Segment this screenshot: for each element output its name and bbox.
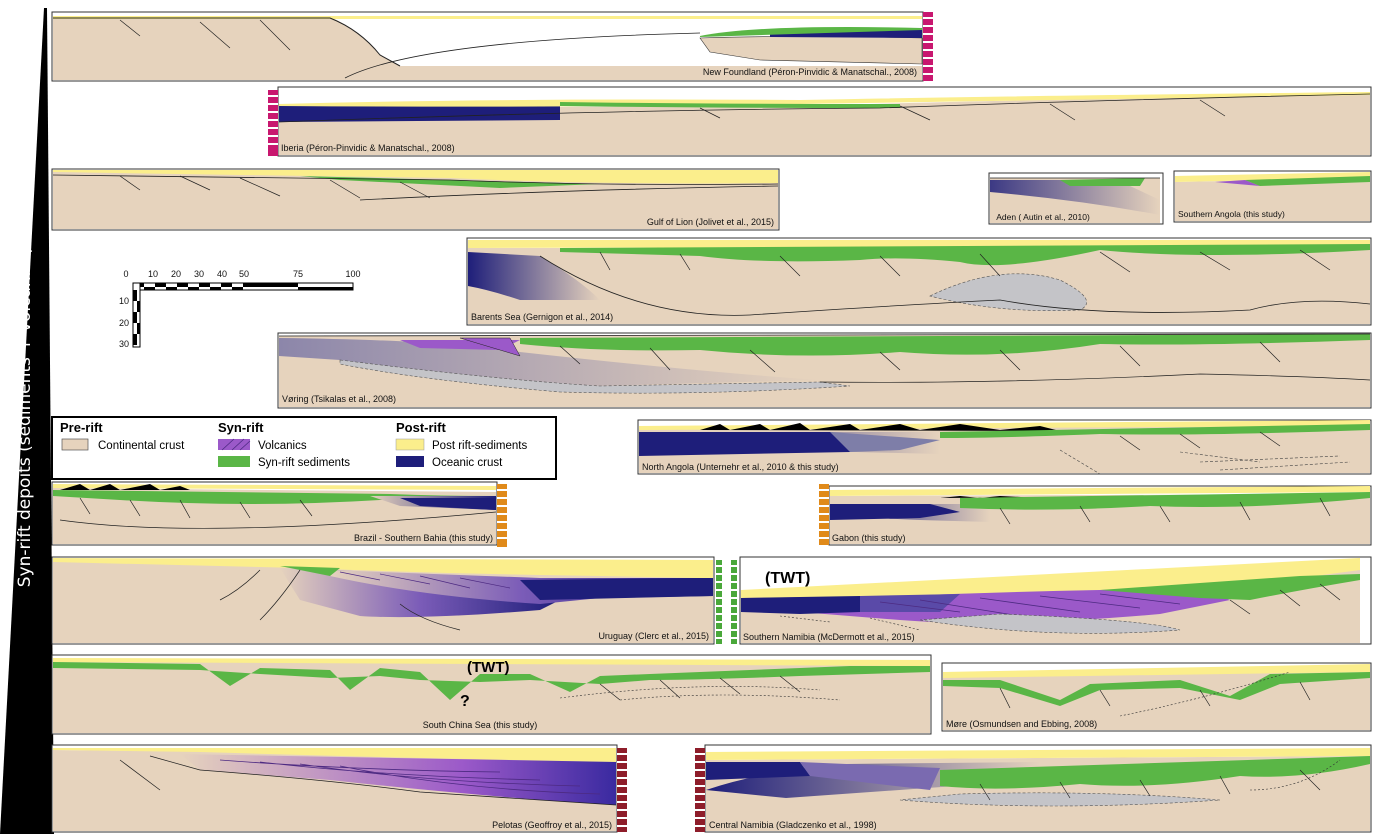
annotation-twt-south-china-sea: (TWT) (467, 659, 509, 676)
caption-gabon: Gabon (this study) (832, 533, 906, 543)
scale-tick-100: 100 (345, 269, 360, 279)
section-uruguay: Uruguay (Clerc et al., 2015) (51, 556, 715, 645)
legend-swatch-continental-crust (61, 438, 89, 451)
legend-label-volcanics: Volcanics (258, 440, 307, 452)
scale-depth-30: 30 (119, 339, 129, 349)
section-gabon: Gabon (this study) (819, 484, 1372, 546)
annotation-twt-namibia: (TWT) (765, 570, 810, 587)
legend-swatch-post-rift-sediments (395, 438, 425, 451)
caption-southern-angola: Southern Angola (this study) (1178, 209, 1285, 219)
legend-label-continental-crust: Continental crust (98, 440, 185, 452)
vertical-axis-label: Syn-rift depoits (sediments + volcanics) (15, 246, 35, 588)
legend: Pre-rift Continental crust Syn-rift Volc… (51, 416, 557, 480)
caption-south-china-sea: South China Sea (this study) (423, 720, 538, 730)
scale-tick-10: 10 (148, 269, 158, 279)
legend-label-post-rift-sediments: Post rift-sediments (432, 440, 527, 452)
caption-aden: Aden ( Autin et al., 2010) (996, 212, 1090, 222)
section-gulf-of-lion: Gulf of Lion (Jolivet et al., 2015) (51, 168, 780, 231)
section-more: Møre (Osmundsen and Ebbing, 2008) (941, 662, 1372, 732)
legend-title-syn-rift: Syn-rift (218, 420, 264, 435)
caption-pelotas: Pelotas (Geoffroy et al., 2015) (492, 820, 612, 830)
caption-more: Møre (Osmundsen and Ebbing, 2008) (946, 719, 1097, 729)
scale-tick-30: 30 (194, 269, 204, 279)
section-southern-namibia: (TWT) Southern Namibia (McDermott et al.… (739, 556, 1372, 645)
caption-barents-sea: Barents Sea (Gernigon et al., 2014) (471, 312, 613, 322)
caption-central-namibia: Central Namibia (Gladczenko et al., 1998… (709, 820, 877, 830)
section-south-china-sea: (TWT) ? South China Sea (this study) (51, 654, 932, 735)
uruguay-namibia-markers (716, 560, 737, 644)
caption-gulf-of-lion: Gulf of Lion (Jolivet et al., 2015) (647, 217, 774, 227)
section-aden: Aden ( Autin et al., 2010) (988, 172, 1164, 225)
scale-tick-0: 0 (123, 269, 128, 279)
legend-label-oceanic-crust: Oceanic crust (432, 457, 503, 469)
legend-swatch-volcanics (218, 439, 250, 450)
legend-swatch-syn-rift-sediments (218, 456, 250, 467)
section-pelotas: Pelotas (Geoffroy et al., 2015) (51, 744, 627, 833)
section-central-namibia: Central Namibia (Gladczenko et al., 1998… (695, 744, 1372, 833)
scale-bar: 0 10 20 30 40 50 75 100 10 20 30 (119, 269, 361, 349)
section-newfoundland: New Foundland (Péron-Pinvidic & Manatsch… (51, 11, 933, 82)
caption-southern-namibia: Southern Namibia (McDermott et al., 2015… (743, 632, 915, 642)
legend-swatch-oceanic-crust (396, 456, 424, 467)
uncertainty-marker: ? (460, 693, 470, 710)
scale-tick-75: 75 (293, 269, 303, 279)
section-iberia: Iberia (Péron-Pinvidic & Manatschal., 20… (268, 86, 1372, 157)
caption-brazil-southern-bahia: Brazil - Southern Bahia (this study) (354, 533, 493, 543)
caption-north-angola: North Angola (Unternehr et al., 2010 & t… (642, 462, 839, 472)
scale-tick-40: 40 (217, 269, 227, 279)
section-southern-angola: Southern Angola (this study) (1173, 170, 1372, 223)
caption-uruguay: Uruguay (Clerc et al., 2015) (598, 631, 709, 641)
section-brazil-southern-bahia: Brazil - Southern Bahia (this study) (51, 481, 507, 547)
section-barents-sea: Barents Sea (Gernigon et al., 2014) (466, 237, 1372, 326)
caption-newfoundland: New Foundland (Péron-Pinvidic & Manatsch… (703, 67, 917, 77)
syn-rift-wedge (0, 8, 54, 834)
caption-voring: Vøring (Tsikalas et al., 2008) (282, 394, 396, 404)
scale-depth-10: 10 (119, 296, 129, 306)
scale-tick-50: 50 (239, 269, 249, 279)
scale-depth-20: 20 (119, 318, 129, 328)
legend-title-pre-rift: Pre-rift (60, 420, 103, 435)
section-north-angola: North Angola (Unternehr et al., 2010 & t… (637, 419, 1372, 475)
caption-iberia: Iberia (Péron-Pinvidic & Manatschal., 20… (281, 143, 455, 153)
scale-tick-20: 20 (171, 269, 181, 279)
legend-title-post-rift: Post-rift (396, 420, 447, 435)
section-voring: Vøring (Tsikalas et al., 2008) (277, 332, 1372, 409)
legend-label-syn-rift-sediments: Syn-rift sediments (258, 457, 350, 469)
